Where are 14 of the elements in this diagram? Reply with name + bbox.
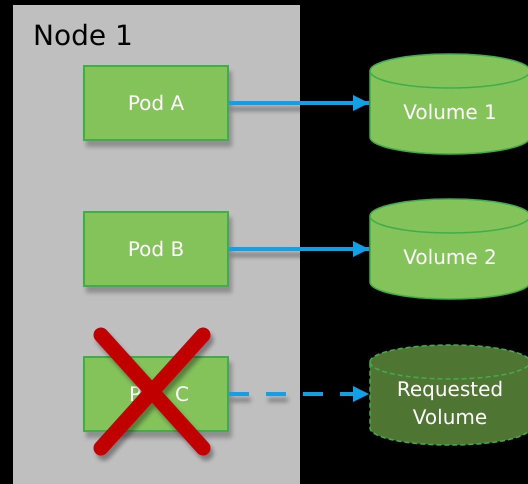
node-panel [13,5,300,484]
pod-box [83,211,229,287]
node-title: Node 1 [33,19,133,52]
arrow [229,95,369,111]
volume-label: Requested Volume [396,376,504,432]
pod-label: C [175,382,189,406]
volume-label: Volume 1 [402,99,498,126]
dashed-arrow [229,386,369,402]
arrow [229,241,369,257]
pod-label: Pod B [126,236,186,263]
pod-label: Pod A [126,90,186,117]
pod-box [83,65,229,141]
volume-label: Volume 2 [402,244,498,272]
pod-label: P [129,382,142,406]
